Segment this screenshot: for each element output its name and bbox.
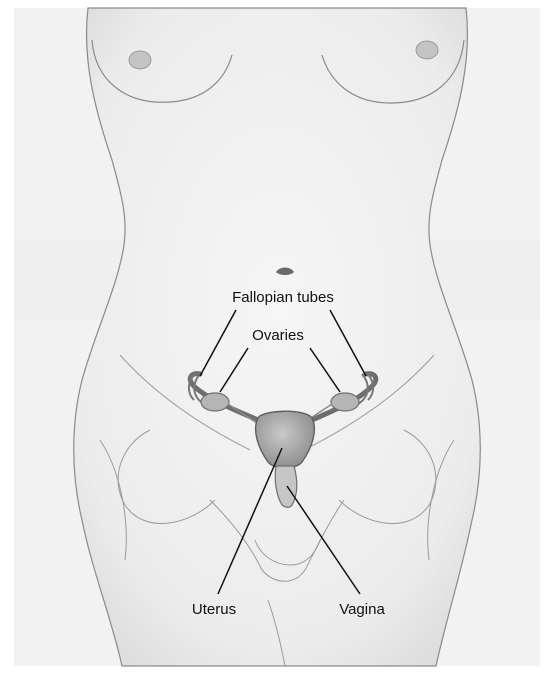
left-nipple — [129, 51, 151, 69]
label-fallopian-tubes: Fallopian tubes — [232, 289, 334, 306]
label-vagina: Vagina — [339, 601, 385, 618]
right-nipple — [416, 41, 438, 59]
left-ovary — [201, 393, 229, 411]
right-ovary — [331, 393, 359, 411]
label-uterus: Uterus — [192, 601, 236, 618]
label-ovaries: Ovaries — [252, 327, 304, 344]
